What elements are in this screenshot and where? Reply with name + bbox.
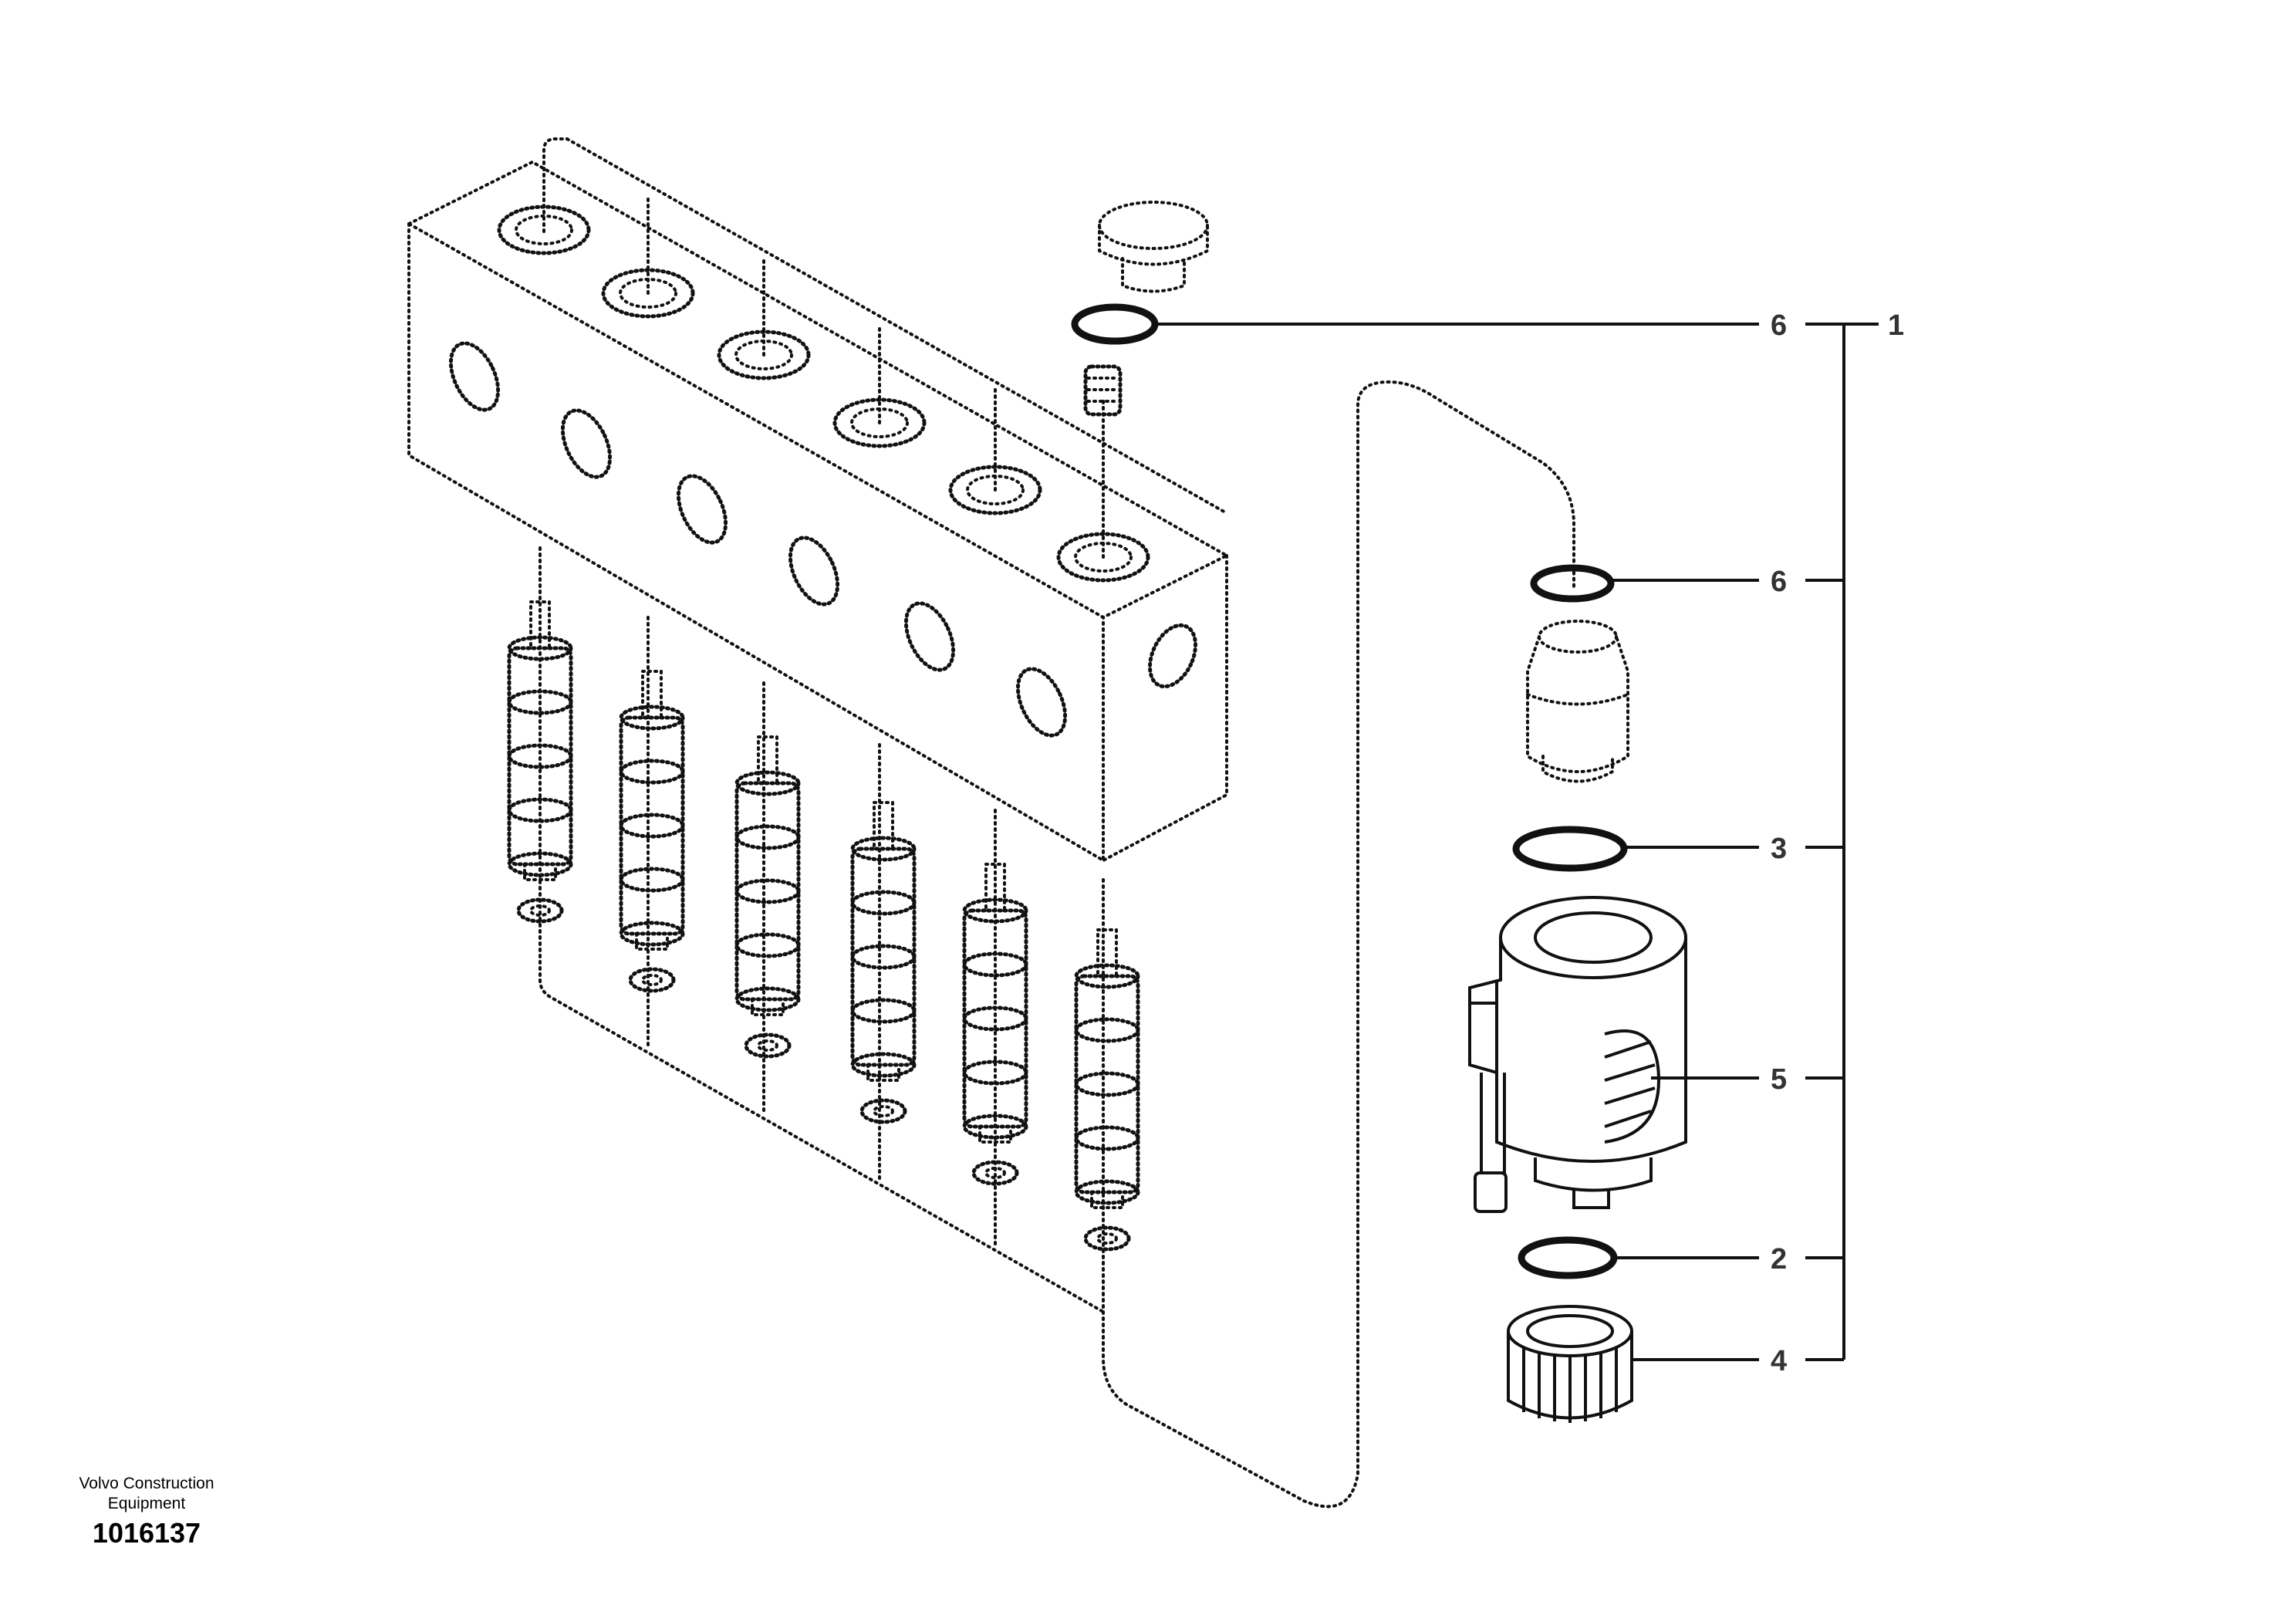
spool-1 xyxy=(507,600,573,924)
plug xyxy=(1098,201,1209,293)
spool-6 xyxy=(1074,928,1140,1252)
o-ring-upper xyxy=(1530,564,1615,603)
assembly-leaders xyxy=(539,137,1575,1509)
spool-3 xyxy=(734,735,801,1059)
spool-2 xyxy=(619,670,685,993)
spring xyxy=(1083,364,1123,417)
sleeve xyxy=(1526,620,1629,783)
o-ring-lower xyxy=(1518,1236,1618,1279)
side-ports xyxy=(448,341,1198,738)
company-name: Volvo Construction Equipment xyxy=(79,1475,214,1512)
callout-3: 3 xyxy=(1771,833,1787,865)
callout-leaders xyxy=(1155,323,1879,1361)
callout-1: 1 xyxy=(1888,309,1904,342)
housing xyxy=(1468,896,1687,1213)
callout-6-lower: 6 xyxy=(1771,566,1787,598)
spool-5 xyxy=(962,863,1028,1186)
callout-2: 2 xyxy=(1771,1243,1787,1276)
drawing-number: 1016137 xyxy=(92,1517,201,1549)
callout-5: 5 xyxy=(1771,1063,1787,1096)
spool-4 xyxy=(850,801,917,1124)
top-ports xyxy=(497,204,1150,583)
o-ring-middle xyxy=(1512,826,1628,872)
callout-6-top: 6 xyxy=(1771,309,1787,342)
o-ring-top xyxy=(1071,303,1159,345)
callout-4: 4 xyxy=(1771,1345,1787,1377)
nut xyxy=(1507,1305,1633,1423)
spools xyxy=(507,600,1140,1252)
